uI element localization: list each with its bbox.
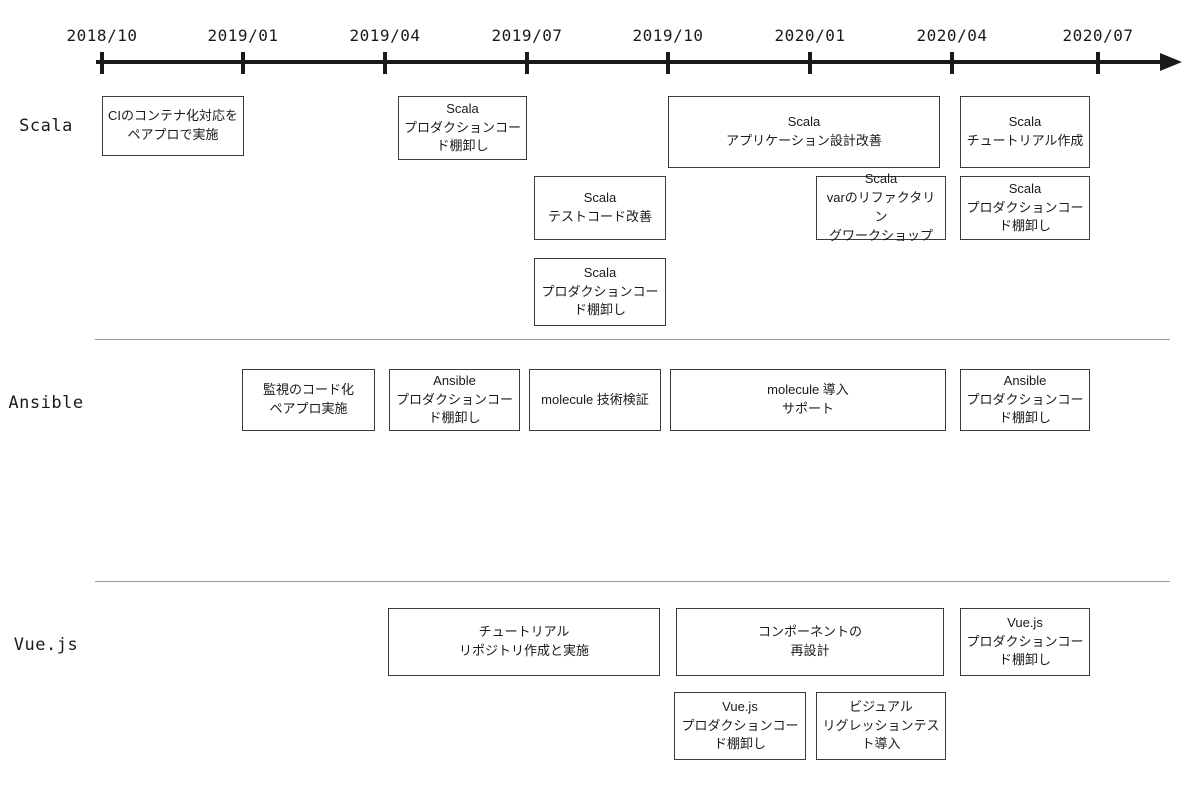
- task-box-line: ド棚卸し: [998, 652, 1051, 668]
- axis-tick-label: 2019/01: [207, 26, 279, 45]
- task-box-line: Scala: [787, 114, 821, 130]
- task-box-line: アプリケーション設計改善: [726, 133, 882, 148]
- task-box-line: リグレッションテス: [822, 717, 940, 733]
- task-box[interactable]: ビジュアルリグレッションテスト導入: [816, 692, 946, 760]
- task-box-line: ド棚卸し: [573, 302, 626, 318]
- task-box-line: molecule 技術検証: [541, 391, 649, 407]
- axis-tick-label: 2018/10: [66, 26, 138, 45]
- task-box-line: ト導入: [861, 736, 901, 752]
- task-box[interactable]: Scala アプリケーション設計改善: [668, 96, 940, 168]
- task-box-line: Ansible: [433, 372, 476, 388]
- task-box-line: ド棚卸し: [428, 410, 481, 426]
- axis-tick: [525, 52, 529, 74]
- task-box-line: ペアプロ実施: [269, 401, 348, 416]
- task-box-line: ド棚卸し: [713, 736, 766, 752]
- task-box[interactable]: Scala プロダクションコード棚卸し: [960, 176, 1090, 240]
- task-box-line: 監視のコード化: [262, 382, 354, 398]
- task-box-line: Vue.js: [722, 698, 758, 714]
- row-divider: [95, 339, 1170, 340]
- task-box-line: チュートリアル作成: [966, 133, 1084, 148]
- axis-tick: [241, 52, 245, 74]
- task-box-line: プロダクションコー: [966, 633, 1084, 649]
- task-box-line: プロダクションコー: [403, 119, 521, 135]
- timeline-axis-line: [96, 60, 1168, 64]
- axis-tick-label: 2020/04: [916, 26, 988, 45]
- axis-tick-label: 2020/01: [774, 26, 846, 45]
- task-box[interactable]: Scala プロダクションコード棚卸し: [534, 258, 666, 326]
- task-box[interactable]: Ansible プロダクションコード棚卸し: [960, 369, 1090, 431]
- task-box-line: コンポーネントの: [757, 624, 862, 640]
- axis-tick: [950, 52, 954, 74]
- axis-tick: [383, 52, 387, 74]
- axis-tick: [808, 52, 812, 74]
- task-box-line: CIのコンテナ化対応を: [107, 108, 238, 124]
- task-box-line: チュートリアル: [478, 624, 570, 640]
- task-box-line: ド棚卸し: [998, 218, 1051, 234]
- task-box-line: サポート: [781, 401, 834, 416]
- axis-tick: [1096, 52, 1100, 74]
- row-label-vue-js: Vue.js: [13, 635, 79, 655]
- task-box-line: プロダクションコー: [395, 391, 513, 407]
- task-box[interactable]: Scala チュートリアル作成: [960, 96, 1090, 168]
- task-box-line: ペアプロで実施: [127, 127, 219, 142]
- task-box-line: ビジュアル: [849, 698, 913, 714]
- task-box-line: リポジトリ作成と実施: [458, 643, 589, 658]
- task-box[interactable]: Vue.js プロダクションコード棚卸し: [674, 692, 806, 760]
- task-box[interactable]: CIのコンテナ化対応をペアプロで実施: [102, 96, 244, 156]
- task-box-line: ド棚卸し: [436, 138, 489, 154]
- axis-tick-label: 2019/10: [632, 26, 704, 45]
- task-box-line: Scala: [1008, 114, 1042, 130]
- task-box-line: テストコード改善: [547, 209, 652, 224]
- task-box-line: Scala: [583, 190, 617, 206]
- row-label-scala: Scala: [19, 116, 73, 136]
- task-box[interactable]: Vue.js プロダクションコード棚卸し: [960, 608, 1090, 676]
- task-box-line: Scala: [864, 171, 898, 187]
- task-box-line: Ansible: [1003, 372, 1047, 388]
- task-box-line: Scala: [1008, 180, 1042, 196]
- task-box[interactable]: チュートリアルリポジトリ作成と実施: [388, 608, 660, 676]
- timeline-arrow-icon: [1160, 53, 1182, 71]
- task-box-line: ド棚卸し: [998, 410, 1051, 426]
- task-box-line: Scala: [446, 100, 479, 116]
- task-box-line: プロダクションコー: [966, 199, 1084, 215]
- task-box[interactable]: 監視のコード化ペアプロ実施: [242, 369, 375, 431]
- task-box[interactable]: Scala プロダクションコード棚卸し: [398, 96, 527, 160]
- axis-tick: [666, 52, 670, 74]
- task-box-line: varのリファクタリン: [826, 190, 936, 224]
- task-box[interactable]: Ansible プロダクションコード棚卸し: [389, 369, 520, 431]
- axis-tick: [100, 52, 104, 74]
- axis-tick-label: 2020/07: [1062, 26, 1134, 45]
- task-box-line: プロダクションコー: [966, 391, 1084, 407]
- task-box[interactable]: Scala テストコード改善: [534, 176, 666, 240]
- task-box-line: グワークショップ: [828, 227, 933, 243]
- task-box[interactable]: Scala varのリファクタリングワークショップ: [816, 171, 946, 243]
- task-box-line: Vue.js: [1007, 614, 1043, 630]
- task-box-line: プロダクションコー: [541, 283, 659, 299]
- axis-tick-label: 2019/04: [349, 26, 421, 45]
- task-box-line: 再設計: [790, 643, 830, 658]
- axis-tick-label: 2019/07: [491, 26, 563, 45]
- task-box[interactable]: molecule 導入サポート: [670, 369, 946, 431]
- row-label-ansible: Ansible: [8, 393, 84, 413]
- task-box[interactable]: コンポーネントの再設計: [676, 608, 944, 676]
- task-box-line: Scala: [583, 264, 617, 280]
- task-box-line: molecule 導入: [767, 382, 849, 398]
- task-box[interactable]: molecule 技術検証: [529, 369, 661, 431]
- row-divider: [95, 581, 1170, 582]
- task-box-line: プロダクションコー: [681, 717, 799, 733]
